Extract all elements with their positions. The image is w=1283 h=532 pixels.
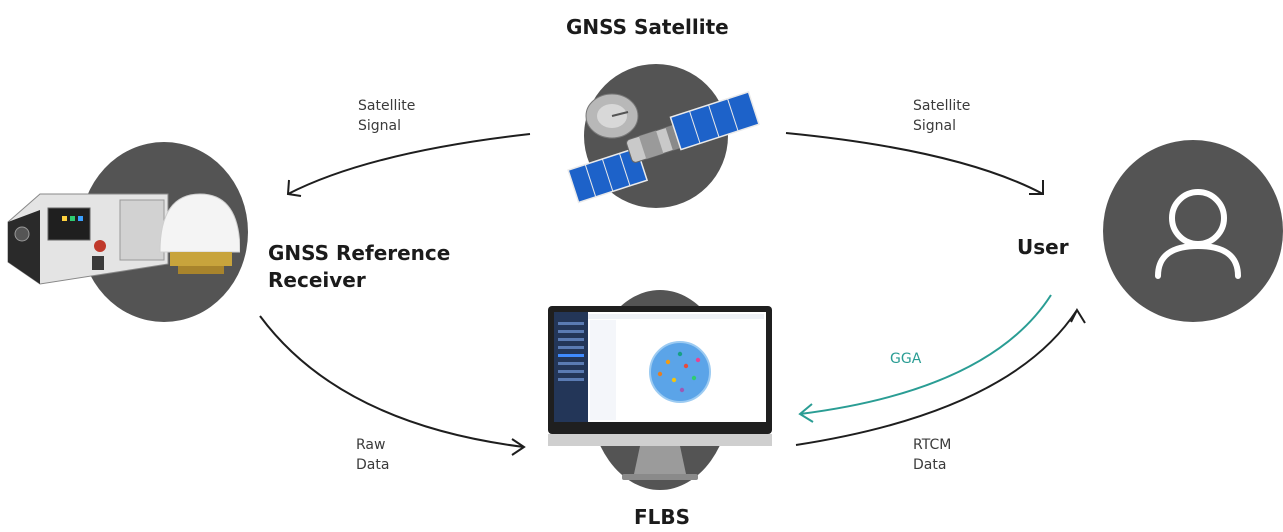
arrow-sat-to-ref [287,133,531,195]
arrowhead-user-to-flbs [798,403,814,423]
satellite-title: GNSS Satellite [566,15,729,39]
arrow-ref-to-flbs [259,315,525,448]
edge-label-ref-to-flbs-line2: Data [356,457,390,473]
arrowhead-sat-to-user [1029,180,1044,195]
edge-label-sat-to-user-line1: Satellite [913,98,971,114]
arrowhead-flbs-to-user [1070,307,1086,324]
reference-title-line2: Receiver [268,268,366,292]
edge-label-flbs-to-user-line2: Data [913,457,947,473]
user-icon [1155,189,1241,279]
flbs-title: FLBS [634,505,691,529]
edge-label-gga: GGA [890,351,922,367]
edge-label-sat-to-ref-line2: Signal [358,118,402,134]
user-title: User [1017,235,1069,259]
edge-label-sat-to-ref-line1: Satellite [358,98,416,114]
edge-label-ref-to-flbs-line1: Raw [356,437,386,453]
arrowhead-sat-to-ref [286,179,302,197]
edge-label-flbs-to-user-line1: RTCM [913,437,952,453]
arrow-user-to-flbs [799,294,1052,415]
reference-title-line1: GNSS Reference [268,241,451,265]
satellite-image [567,90,760,204]
arrow-flbs-to-user [795,309,1078,446]
flbs-monitor-image [548,306,772,480]
user-node-circle [1103,140,1283,322]
reference-receiver-image [7,193,240,285]
arrow-sat-to-user [785,132,1044,195]
arrowhead-ref-to-flbs [511,438,526,456]
edge-label-sat-to-user-line2: Signal [913,118,957,134]
